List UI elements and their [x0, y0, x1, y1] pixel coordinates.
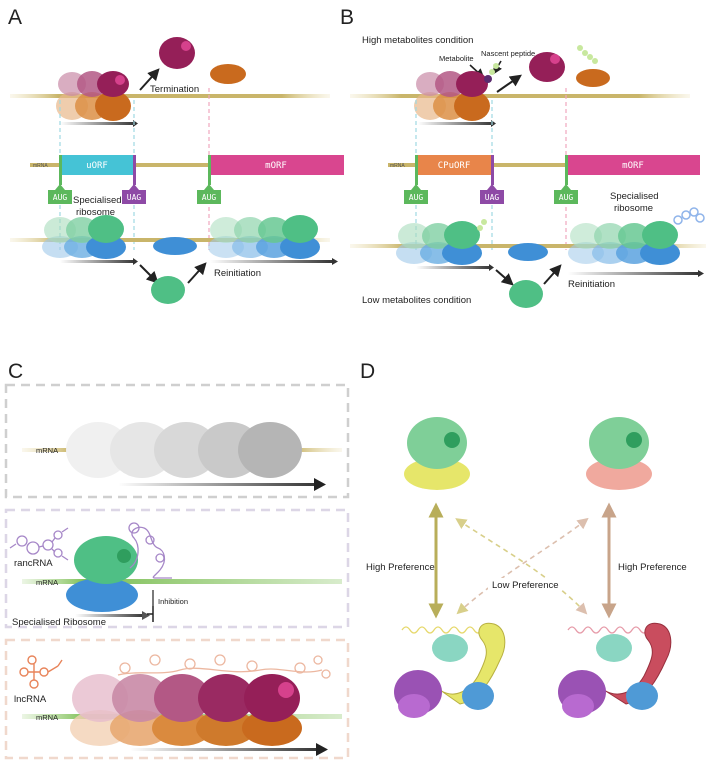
label-lncrna: lncRNA — [14, 694, 47, 705]
small-subunit-scanning — [151, 276, 185, 304]
mrna-strand-c2 — [22, 579, 342, 584]
ribosome-green-salmon — [586, 417, 652, 490]
label-specialised-ribosome-c: Specialised Ribosome — [12, 617, 106, 628]
label-mrna-c2: mRNA — [36, 578, 58, 587]
label-specialised-b2: ribosome — [614, 203, 653, 214]
ribosome-stack-magenta-b — [414, 63, 499, 121]
label-specialised-a2: ribosome — [76, 207, 115, 218]
ribosome-green-yellow — [404, 417, 470, 490]
ribosome-stack-magenta — [56, 71, 131, 121]
svg-text:UAG: UAG — [127, 193, 142, 202]
label-low-metabolites: Low metabolites condition — [362, 295, 471, 306]
cpuorf-box — [416, 155, 492, 175]
mrna-strand-top-b — [350, 94, 690, 98]
svg-text:AUG: AUG — [559, 193, 574, 202]
aug-marker-1: AUG — [48, 155, 72, 204]
label-mrna-a: mRNA — [33, 163, 48, 169]
label-cpuorf: CPuORF — [438, 161, 471, 171]
specialised-ribosome-bound — [66, 536, 138, 612]
label-mrna-b: mRNA — [390, 163, 405, 169]
label-high-preference-left: High Preference — [366, 562, 435, 573]
ribosome-stack-green-blue-b2 — [568, 207, 705, 265]
released-small-subunit-b — [529, 52, 565, 82]
aug-marker-b2: AUG — [554, 155, 578, 204]
uag-marker: UAG — [122, 155, 146, 204]
lncrna-icon — [19, 655, 63, 689]
panel-c: mRNA rancRNA mRNA — [4, 383, 350, 760]
ribosome-stack-lncrna — [70, 674, 302, 746]
label-high-metabolites: High metabolites condition — [362, 35, 473, 46]
inhibition-bar — [147, 606, 154, 622]
panel-letter-d: D — [360, 360, 375, 383]
panel-letter-b: B — [340, 6, 354, 29]
label-rancrna: rancRNA — [14, 558, 53, 569]
lncrna-strands — [117, 654, 331, 679]
label-reinitiation-b: Reinitiation — [568, 279, 615, 290]
uorf-box — [60, 155, 134, 175]
svg-text:UAG: UAG — [485, 193, 500, 202]
label-low-preference: Low Preference — [492, 580, 559, 591]
label-metabolite: Metabolite — [439, 54, 474, 63]
arrow-low-preference-2 — [456, 517, 589, 615]
released-large-subunit-orange — [210, 64, 246, 84]
panel-a: Termination mRNA uORF mORF AUG UAG — [10, 37, 344, 304]
label-morf-a: mORF — [265, 161, 287, 171]
svg-text:AUG: AUG — [409, 193, 424, 202]
label-mrna-c3: mRNA — [36, 713, 58, 722]
label-mrna-c1: mRNA — [36, 446, 58, 455]
box-basal-translation — [4, 383, 350, 499]
label-inhibition: Inhibition — [158, 597, 188, 606]
ribosome-stack-grey — [66, 422, 302, 478]
complex-red-mrna — [558, 622, 672, 718]
label-termination: Termination — [150, 84, 199, 95]
panel-letter-c: C — [8, 360, 23, 383]
label-uorf: uORF — [86, 161, 108, 171]
aug-marker-b1: AUG — [404, 155, 428, 204]
termination-arrow — [139, 68, 160, 91]
ribosome-stack-green-blue-b1 — [396, 219, 487, 265]
label-specialised-b1: Specialised — [610, 191, 659, 202]
panel-b: High metabolites condition Metabolite Na… — [350, 35, 706, 308]
svg-text:AUG: AUG — [202, 193, 217, 202]
label-reinitiation-a: Reinitiation — [214, 268, 261, 279]
arrow-low-preference-1 — [455, 518, 588, 615]
rancrna-icon — [9, 527, 69, 561]
nascent-peptide-free — [577, 45, 598, 64]
mrna-strand-orf — [30, 163, 344, 167]
released-small-subunit-magenta — [159, 37, 195, 69]
mrna-strand-top — [10, 94, 330, 98]
ribosome-stack-green-blue-1 — [42, 215, 126, 259]
svg-text:AUG: AUG — [53, 193, 68, 202]
label-specialised-a1: Specialised — [73, 195, 122, 206]
label-nascent-peptide: Nascent peptide — [481, 49, 535, 58]
mrna-strand-orf-b — [388, 163, 700, 167]
panel-letter-a: A — [8, 6, 22, 29]
released-large-subunit-b — [576, 69, 610, 87]
translation-arrow-top — [60, 122, 136, 125]
panel-d: High Preference High Preference Low Pref… — [366, 417, 687, 718]
rancrna-bound — [128, 522, 172, 579]
complex-yellow-mrna — [394, 622, 506, 718]
morf-box — [209, 155, 344, 175]
morf-box-b — [566, 155, 700, 175]
box-rancrna — [4, 508, 350, 629]
large-subunit-scanning — [153, 237, 197, 255]
uag-marker-b: UAG — [480, 155, 504, 204]
box-lncrna — [4, 638, 350, 760]
label-morf-b: mORF — [622, 161, 644, 171]
aug-marker-2: AUG — [197, 155, 221, 204]
label-high-preference-right: High Preference — [618, 562, 687, 573]
ribosome-stack-green-blue-2 — [208, 215, 320, 259]
